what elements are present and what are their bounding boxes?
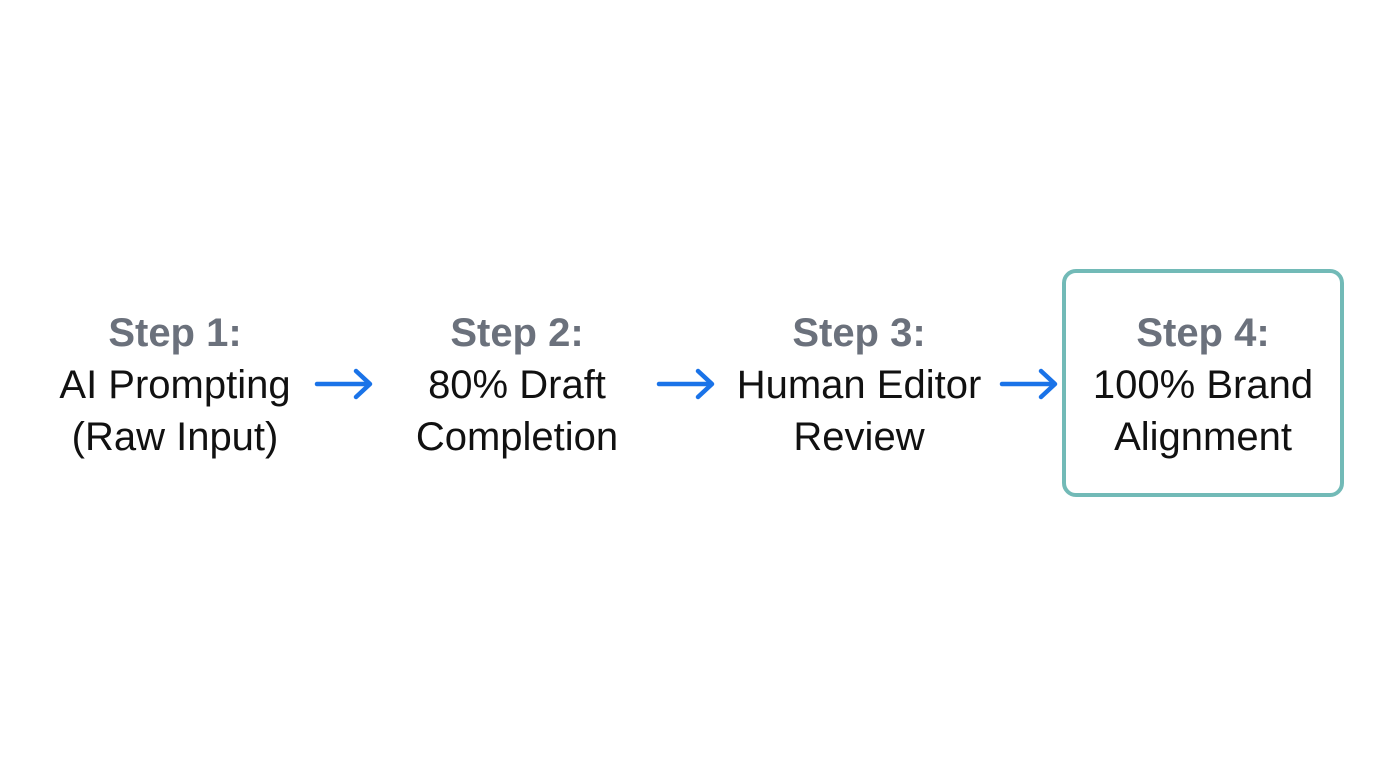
step-3-title: Step 3: (792, 311, 926, 355)
step-4-title: Step 4: (1136, 311, 1270, 355)
step-4-label-line-2: Alignment (1114, 415, 1292, 459)
step-2-title: Step 2: (450, 311, 584, 355)
arrow-right-icon (656, 368, 715, 400)
arrow-right-icon (314, 368, 373, 400)
step-3-label-line-1: Human Editor (736, 363, 982, 407)
step-2-node: Step 2: 80% Draft Completion (372, 307, 662, 463)
step-2-label-line-2: Completion (415, 415, 619, 459)
step-3-label-line-2: Review (793, 415, 925, 459)
step-3-node: Step 3: Human Editor Review (712, 307, 1006, 463)
arrow-right-icon (999, 368, 1058, 400)
step-2-label-line-1: 80% Draft (428, 363, 606, 407)
step-1-label-line-2: (Raw Input) (71, 415, 279, 459)
step-4-label-line-1: 100% Brand (1092, 363, 1314, 407)
step-4-node-highlighted: Step 4: 100% Brand Alignment (1062, 269, 1344, 497)
step-1-node: Step 1: AI Prompting (Raw Input) (30, 307, 320, 463)
step-1-title: Step 1: (108, 311, 242, 355)
step-1-label-line-1: AI Prompting (59, 363, 291, 407)
